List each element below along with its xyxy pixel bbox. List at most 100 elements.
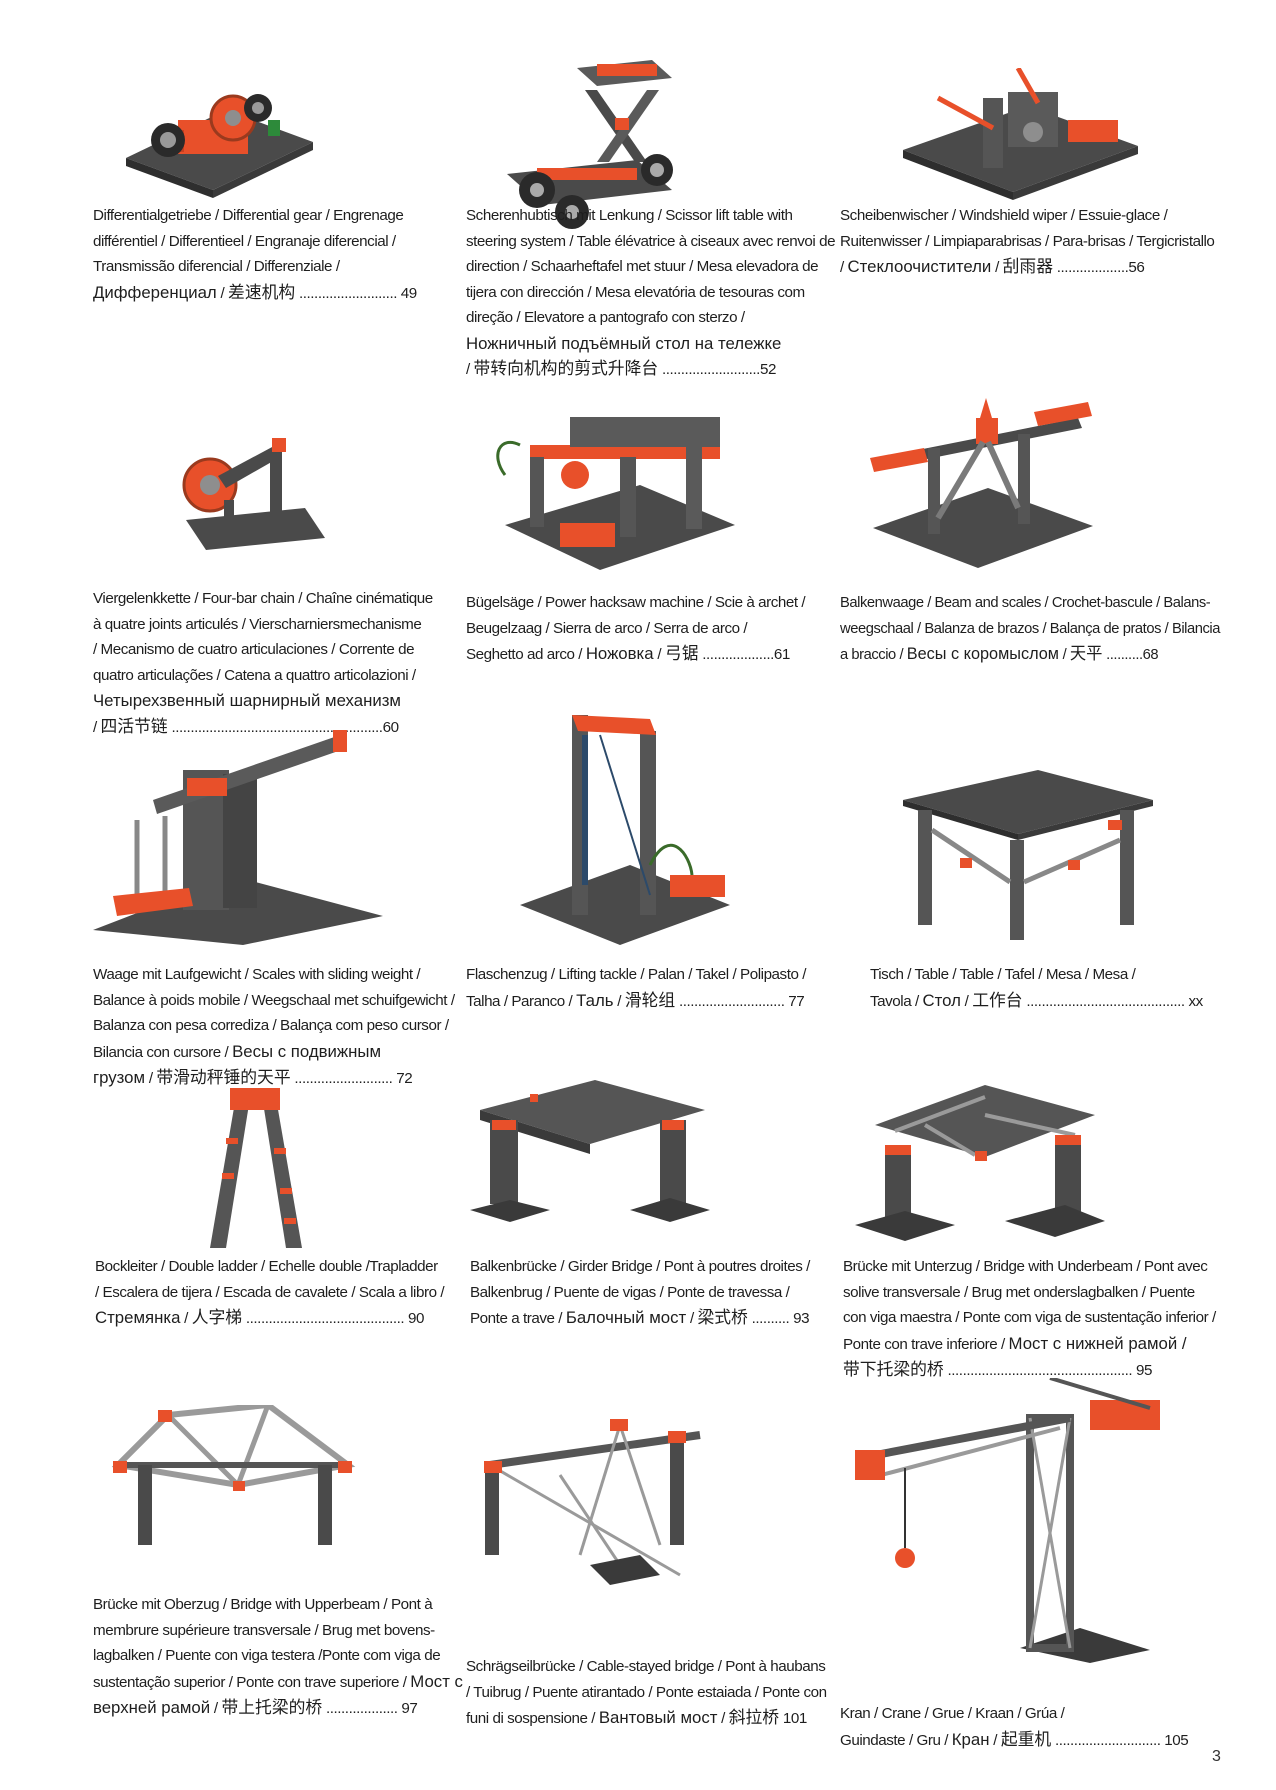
chinese-title: 工作台 [972,990,1023,1010]
caption-line: Flaschenzug / Lifting tackle / Palan / T… [466,966,807,983]
double-ladder-drawing [210,1088,302,1248]
chinese-title: 起重机 [1000,1729,1052,1749]
russian-title: Весы с коромыслом [906,644,1059,663]
caption-line: lagbalken / Puente con viga testera /Pon… [93,1647,441,1664]
caption-line: Tisch / Table / Table / Tafel / Mesa / M… [870,966,1136,983]
page-ref: 61 [773,646,790,663]
caption-text: Tavola / [870,992,919,1010]
chinese-title: 天平 [1069,644,1103,663]
leader-dots: ............................ [1054,1731,1161,1749]
caption-line: Differentialgetriebe / Differential gear… [93,207,404,224]
caption-line: Scherenhubtisch mit Lenkung / Scissor li… [466,207,793,224]
caption-line: / Mecanismo de cuatro articulaciones / C… [93,641,415,658]
chinese-title: 斜拉桥 [728,1708,780,1727]
caption-last-line: грузом / 带滑动秤锤的天平 ......................… [93,1065,455,1092]
page-ref: xx [1188,992,1203,1010]
table-illustration [898,770,1158,945]
leader-dots: .......................... [298,284,397,302]
girder-bridge-illustration [470,1080,710,1250]
caption-line: / Escalera de tijera / Escada de cavalet… [95,1283,445,1301]
leader-dots: ........................................… [1026,992,1185,1010]
cable-stayed-bridge-illustration [470,1405,720,1585]
caption-line: membrure supérieure transversale / Brug … [93,1621,435,1639]
cable-stayed-bridge-drawing [484,1419,701,1585]
caption-line: Balanza con pesa corrediza / Balança com… [93,1017,449,1034]
caption-line: Viergelenkkette / Four-bar chain / Chaîn… [93,590,433,607]
chinese-title: 差速机构 [228,282,296,302]
russian-title: Стремянка [95,1308,181,1327]
four-bar-chain-illustration [180,430,330,555]
caption-scissor-lift: Scherenhubtisch mit Lenkung / Scissor li… [466,203,836,383]
russian-title: верхней рамой [93,1698,211,1717]
russian-title: Ножовка [585,644,654,663]
chinese-title: 梁式桥 [697,1308,748,1327]
caption-last-line: / 四活节链 .................................… [93,714,433,741]
caption-line: direction / Schaarheftafel met stuur / M… [466,258,819,275]
russian-title: Мост с нижней рамой / [1008,1333,1187,1353]
caption-lifting-tackle: Flaschenzug / Lifting tackle / Palan / T… [466,962,806,1014]
page-ref: 97 [401,1700,418,1717]
caption-cable-stayed-bridge: Schrägseilbrücke / Cable-stayed bridge /… [466,1654,827,1732]
underbeam-bridge-drawing [855,1085,1105,1241]
caption-line: à quatre joints articulés / Vierscharnie… [93,615,422,633]
caption-line: Schrägseilbrücke / Cable-stayed bridge /… [466,1658,826,1675]
russian-title: Дифференциал [93,282,217,302]
chinese-title: 刮雨器 [1002,257,1053,276]
chinese-title: 滑轮组 [624,990,676,1010]
caption-beam-scales: Balkenwaage / Beam and scales / Crochet-… [840,590,1220,668]
leader-dots: ................... [325,1700,398,1717]
caption-line: Scheibenwischer / Windshield wiper / Ess… [840,207,1168,224]
windshield-wiper-illustration [898,68,1143,208]
caption-text: a braccio / [840,646,904,663]
leader-dots: .......... [751,1310,790,1327]
caption-last-line: Talha / Paranco / Таль / 滑轮组 ...........… [466,988,806,1015]
caption-girder-bridge: Balkenbrücke / Girder Bridge / Pont à po… [470,1254,810,1332]
caption-windshield-wiper: Scheibenwischer / Windshield wiper / Ess… [840,203,1215,281]
sliding-weight-illustration [93,730,393,945]
caption-line: Bügelsäge / Power hacksaw machine / Scie… [466,594,806,611]
russian-title: Ножничный подъёмный стол на тележке [466,333,782,353]
differential-gear-illustration [108,80,323,220]
caption-table: Tisch / Table / Table / Tafel / Mesa / M… [870,962,1203,1014]
page-ref: 95 [1135,1362,1152,1379]
caption-text: Ponte con trave inferiore / [843,1335,1005,1353]
caption-line: Balkenbrücke / Girder Bridge / Pont à po… [470,1258,810,1275]
caption-sliding-weight: Waage mit Laufgewicht / Scales with slid… [93,962,455,1092]
beam-scales-drawing [870,398,1093,568]
table-drawing [903,770,1153,940]
leader-dots: ........................................… [947,1362,1133,1379]
caption-line: Balkenwaage / Beam and scales / Crochet-… [840,594,1211,611]
caption-text: funi di sospensione / [466,1710,596,1727]
leader-dots: .......... [1106,646,1143,663]
four-bar-chain-drawing [182,438,325,550]
page-ref: 49 [400,284,417,302]
caption-line: steering system / Table élévatrice à cis… [466,232,836,250]
russian-title: Вантовый мост [598,1708,718,1727]
caption-line: tijera con dirección / Mesa elevatória d… [466,283,805,301]
leader-dots: .......................... [661,361,760,378]
leader-dots: ................... [1056,259,1129,276]
caption-line: Brücke mit Unterzug / Bridge with Underb… [843,1258,1208,1275]
windshield-wiper-drawing [903,68,1138,200]
russian-title: Весы с подвижным [232,1041,381,1061]
lifting-tackle-drawing [520,715,730,945]
underbeam-bridge-illustration [855,1085,1105,1250]
page-ref: 105 [1164,1731,1189,1749]
caption-text: Talha / Paranco / [466,992,573,1010]
russian-title: Четырехзвенный шарнирный механизм [93,691,401,710]
page-ref: 68 [1142,646,1159,663]
chinese-title: 人字梯 [191,1308,243,1327]
caption-last-line: funi di sospensione / Вантовый мост / 斜拉… [466,1708,807,1727]
page-ref: 60 [382,718,399,736]
caption-text: Bilancia con cursore / [93,1043,229,1061]
page-ref: 90 [407,1310,424,1327]
caption-power-hacksaw: Bügelsäge / Power hacksaw machine / Scie… [466,590,806,668]
russian-title: Таль [576,990,614,1010]
caption-line: quatro articulações / Catena a quattro a… [93,666,416,684]
caption-text: Ponte a trave / [470,1310,563,1327]
double-ladder-illustration [190,1088,320,1253]
caption-line: con viga maestra / Ponte com viga de sus… [843,1309,1216,1326]
russian-title: Кран [951,1729,990,1749]
russian-title: Мост с [410,1671,463,1691]
caption-last-line: верхней рамой / 带上托梁的桥 .................… [93,1695,463,1722]
